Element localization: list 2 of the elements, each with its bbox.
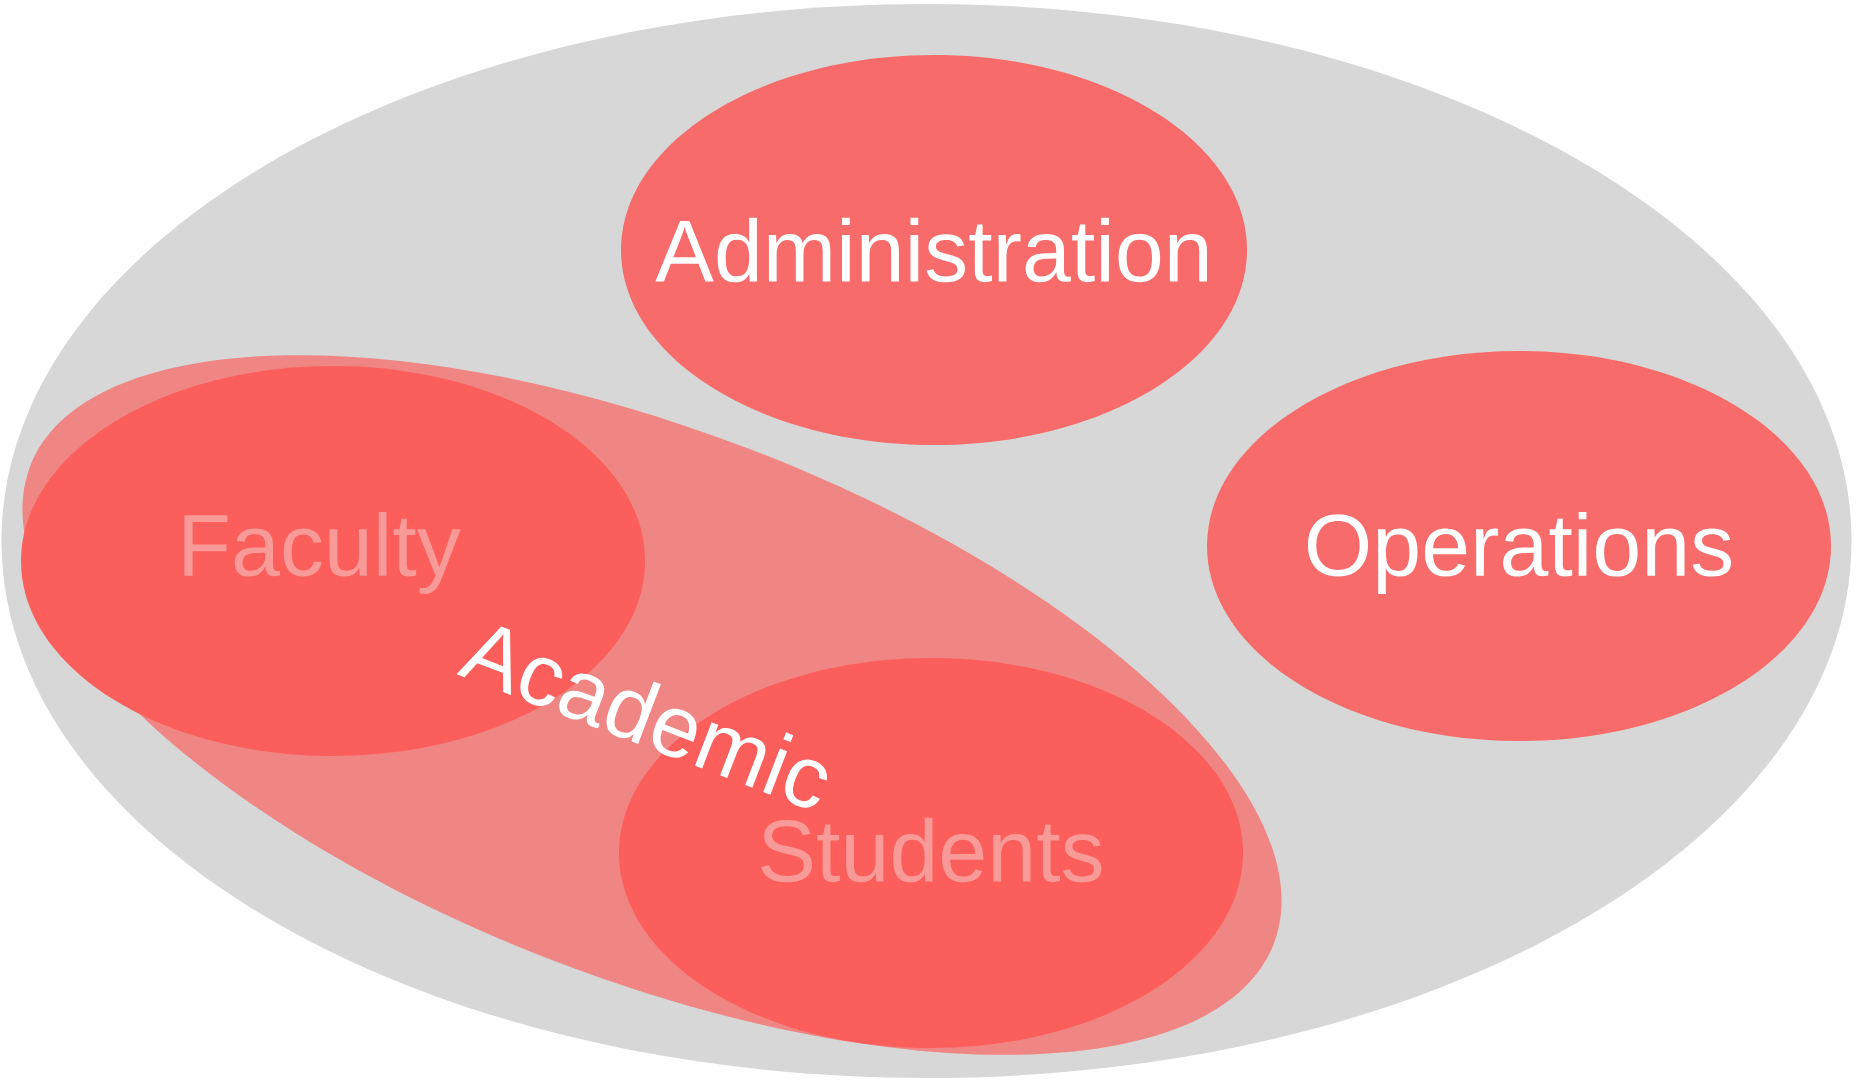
ellipse-node: Operations [1207,351,1832,741]
ellipse-node: Administration [621,55,1247,445]
